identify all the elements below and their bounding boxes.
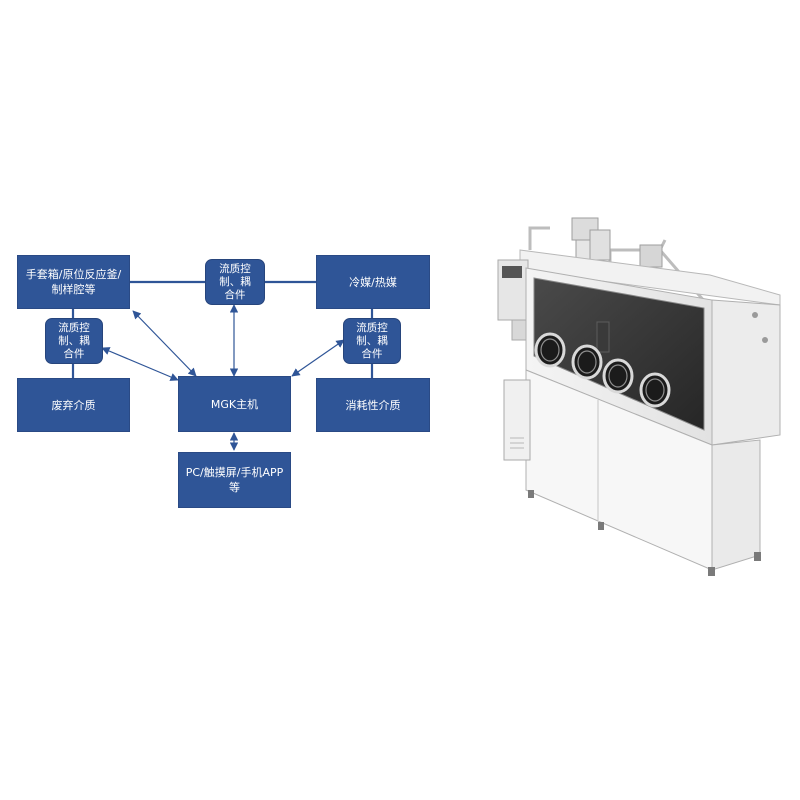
node-glovebox-label: 手套箱/原位反应釜/ 制样腔等 (25, 268, 122, 296)
node-mgk-host-label: MGK主机 (210, 397, 259, 411)
controller-top: 流质控 制、耦 合件 (205, 259, 265, 305)
node-waste-label: 废弃介质 (51, 398, 96, 412)
controller-left: 流质控 制、耦 合件 (45, 318, 103, 364)
controller-left-label: 流质控 制、耦 合件 (58, 321, 90, 360)
controller-right: 流质控 制、耦 合件 (343, 318, 401, 364)
node-waste: 废弃介质 (17, 378, 130, 432)
node-terminal: PC/触摸屏/手机APP 等 (178, 452, 291, 508)
controller-top-label: 流质控 制、耦 合件 (219, 262, 251, 301)
node-glovebox: 手套箱/原位反应釜/ 制样腔等 (17, 255, 130, 309)
glovebox-machine-illustration (497, 217, 781, 576)
node-coolant-label: 冷媒/热媒 (349, 275, 397, 289)
arrow-glovebox-mgk (132, 310, 197, 377)
arrow-right-controller-mgk (291, 339, 345, 377)
node-coolant: 冷媒/热媒 (316, 255, 430, 309)
node-mgk-host: MGK主机 (178, 376, 291, 432)
node-terminal-label: PC/触摸屏/手机APP 等 (185, 466, 284, 494)
controller-right-label: 流质控 制、耦 合件 (356, 321, 388, 360)
node-consumable: 消耗性介质 (316, 378, 430, 432)
arrow-left-controller-mgk (101, 347, 179, 381)
node-consumable-label: 消耗性介质 (345, 398, 401, 412)
